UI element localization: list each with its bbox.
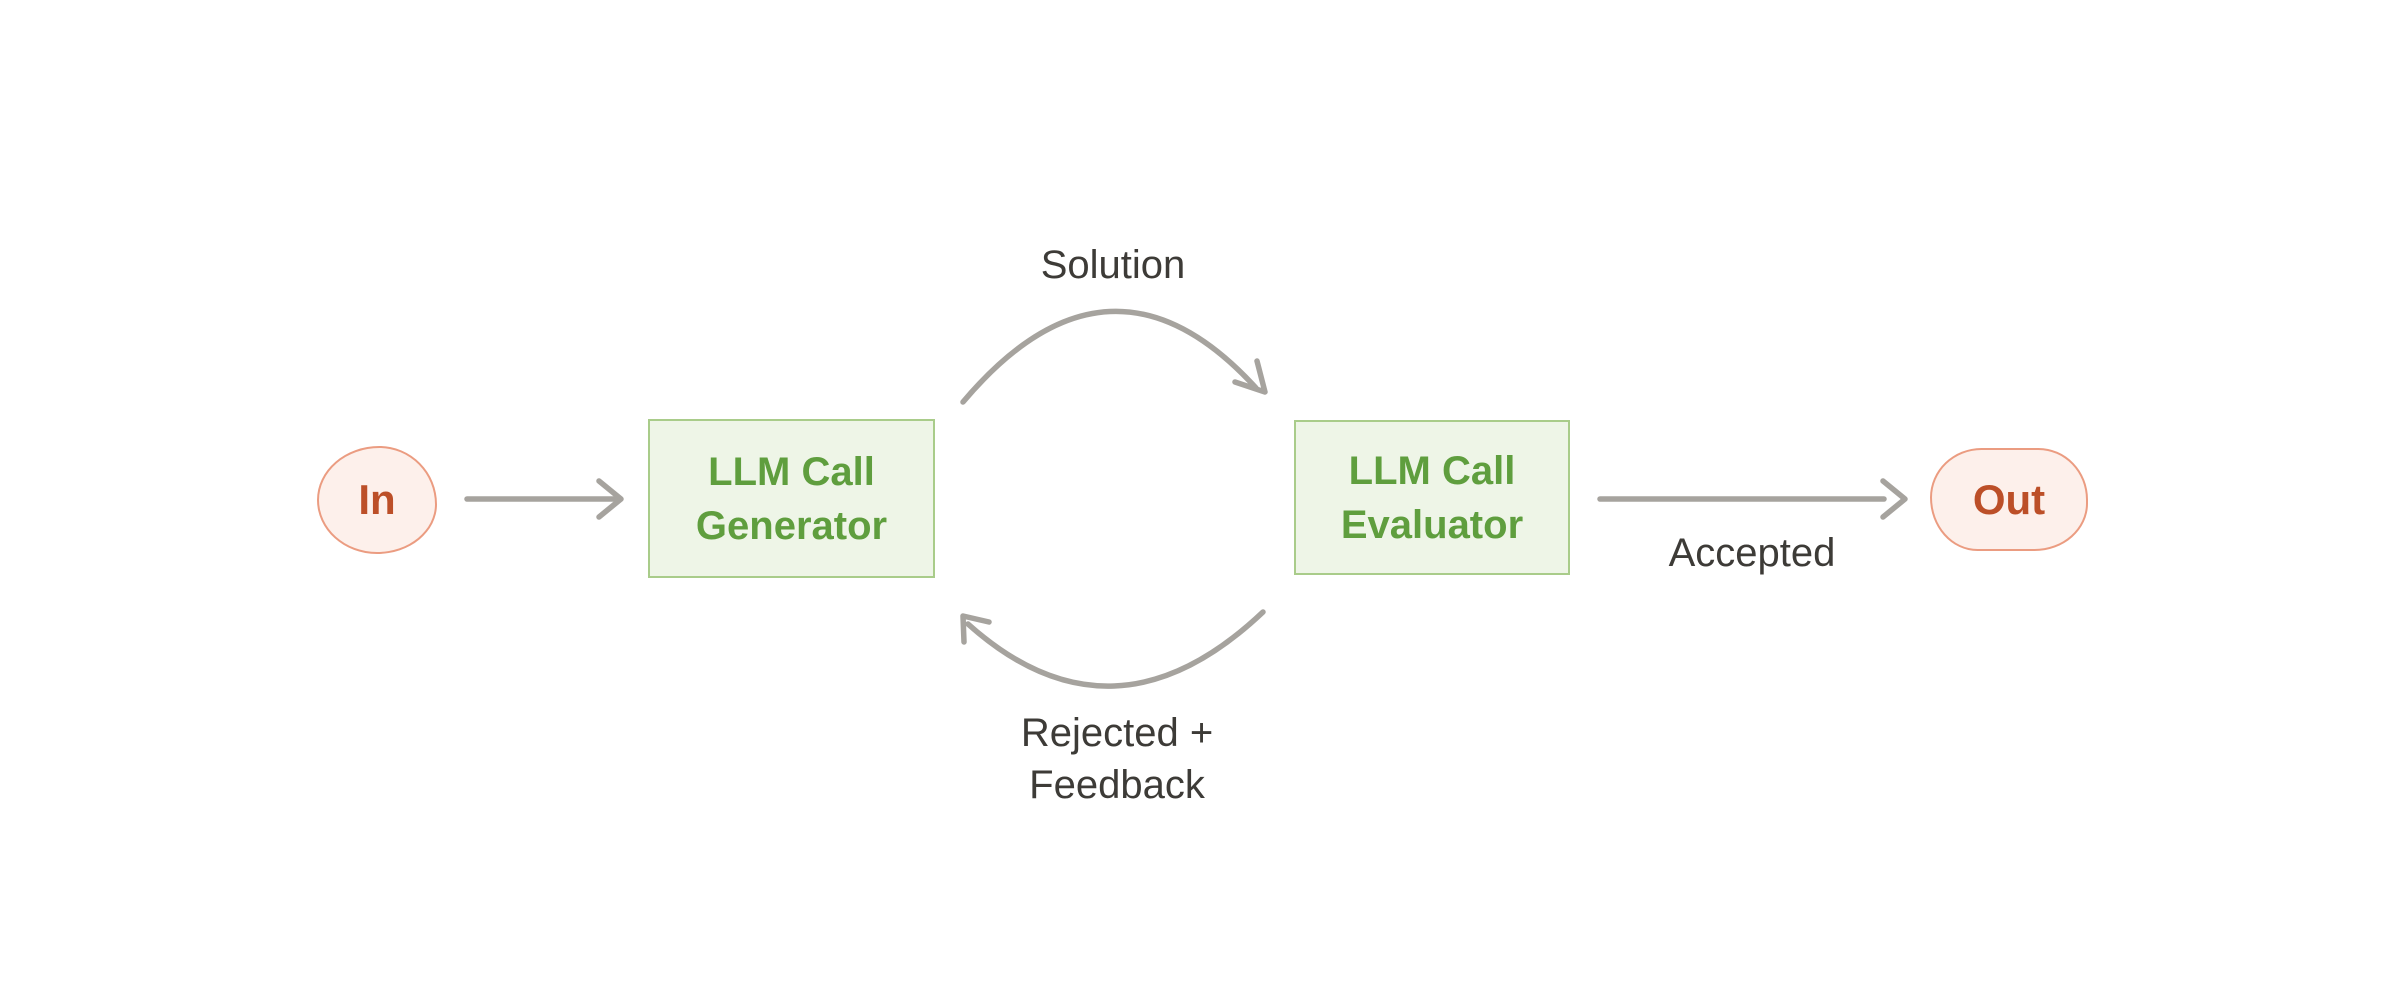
llm-call-evaluator-node: LLM Call Evaluator	[1294, 420, 1570, 575]
solution-edge-label: Solution	[1040, 243, 1186, 287]
input-node-label: In	[358, 476, 396, 523]
accepted-edge-label: Accepted	[1668, 531, 1836, 575]
input-node: In	[317, 446, 437, 554]
generator-label-line2: Generator	[695, 503, 888, 548]
rejected-label-line1: Rejected +	[1020, 711, 1214, 755]
output-node: Out	[1930, 448, 2088, 551]
solution-arc-arrow	[960, 308, 1268, 405]
arrowhead-right-icon	[1880, 478, 1908, 520]
arrowhead-down-right-icon	[1232, 358, 1268, 395]
evaluator-label-line1: LLM Call	[1348, 448, 1516, 493]
evaluator-label-line2: Evaluator	[1340, 502, 1524, 547]
rejected-arc-arrow	[960, 609, 1266, 689]
rejected-feedback-edge-label: Rejected + Feedback	[917, 707, 1317, 811]
rejected-label-line2: Feedback	[1029, 763, 1205, 807]
output-node-label: Out	[1972, 475, 2046, 523]
arrowhead-up-left-icon	[960, 613, 992, 645]
evaluator-to-out-arrow	[1597, 478, 1908, 520]
llm-call-generator-node: LLM Call Generator	[648, 419, 935, 578]
arrowhead-right-icon	[596, 478, 624, 520]
in-to-generator-arrow	[464, 478, 624, 520]
generator-label-line1: LLM Call	[708, 449, 875, 494]
